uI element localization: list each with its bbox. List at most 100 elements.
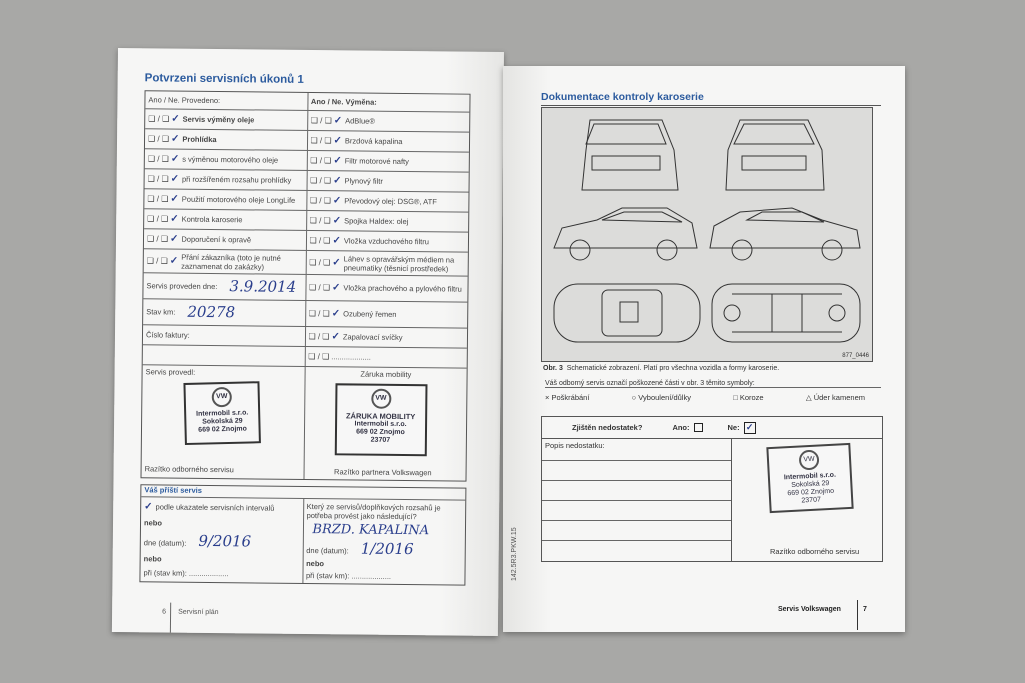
defect-question: Zjištěn nedostatek? [572,423,643,432]
left-cell: ❑ / ❑✓Kontrola karoserie [144,209,307,230]
no-checkbox[interactable]: ✓ [743,421,756,434]
yes-no-checkbox[interactable]: ❑ / ❑ [308,331,330,341]
right-cell: ❑ / ❑✓AdBlue® [308,111,470,132]
no-label: Ne: [727,423,740,432]
left-content: Potvrzeni servisních úkonů 1 Ano / Ne. P… [139,72,471,586]
figure-caption: Obr. 3 Schematické zobrazení. Platí pro … [543,365,883,372]
stamp-caption: Razítko odborného servisu [770,547,860,556]
yes-no-checkbox[interactable]: ❑ / ❑ [148,134,170,144]
yes-no-checkbox[interactable]: ❑ / ❑ [309,215,331,225]
mobility-stamp: VW ZÁRUKA MOBILITY Intermobil s.r.o. 669… [334,383,427,457]
left-cell: Stav km: 20278 [143,299,306,326]
km-value: 20278 [187,302,236,322]
dots: ................... [188,569,229,579]
yes-no-checkbox[interactable]: ❑ / ❑ [310,115,332,125]
page-number: 6 [162,608,167,616]
item-label: Kontrola karoserie [181,214,243,225]
check-mark-icon: ✓ [333,154,342,166]
car-front-view-icon [725,119,825,191]
right-cell: ❑ / ❑✓Plynový filtr [307,171,469,192]
yes-no-checkbox[interactable]: ❑ / ❑ [148,114,170,124]
defect-description: Popis nedostatku: [542,439,732,561]
symbol-icon: × [545,393,550,402]
date-label: dne (datum): [306,545,349,556]
performed-by-label: Servis provedl: [145,367,196,377]
check-mark-icon: ✓ [333,134,343,146]
item-label: AdBlue® [345,116,375,126]
right-cell: ❑ / ❑✓Vložka vzduchového filtru [306,231,468,252]
symbol-label: Vyboulení/důlky [638,393,691,402]
check-mark-icon: ✓ [170,153,180,165]
next-date-right: 1/2016 [360,539,414,558]
check-mark-icon: ✓ [169,233,179,245]
yes-no-checkbox[interactable]: ❑ / ❑ [147,174,169,184]
right-page: Dokumentace kontroly karoserie 877_0446 … [503,66,905,632]
yes-no-checkbox[interactable]: ❑ / ❑ [309,257,331,267]
check-mark-icon: ✓ [332,234,341,246]
yes-checkbox[interactable] [693,423,703,432]
check-mark-icon: ✓ [170,213,179,225]
page-title: Potvrzeni servisních úkonů 1 [144,72,304,86]
check-mark-icon: ✓ [333,114,343,126]
or-label: nebo [143,554,162,564]
table-row: Stav km:20278❑ / ❑✓Ozubený řemen [143,299,468,329]
yes-no-checkbox[interactable]: ❑ / ❑ [310,135,332,145]
car-underbody-icon [711,283,861,343]
table-row: ❑ / ❑✓Přání zákazníka (toto je nutné zaz… [143,249,468,277]
footer-label: Servis Volkswagen [778,606,841,613]
right-cell: ❑ / ❑✓Láhev s opravářským médiem na pneu… [306,251,468,276]
yes-no-checkbox[interactable]: ❑ / ❑ [147,194,169,204]
car-diagram: 877_0446 [541,107,873,362]
yes-no-checkbox[interactable]: ❑ / ❑ [147,214,169,224]
handwritten-note: BRZD. KAPALINA [312,521,430,538]
item-label: s výměnou motorového oleje [182,154,279,165]
right-cell: ❑ / ❑✓Filtr motorové nafty [307,151,469,172]
yes-no-checkbox[interactable]: ❑ / ❑ [308,351,330,361]
yes-no-checkbox[interactable]: ❑ / ❑ [309,195,331,205]
check-mark-icon: ✓ [332,256,341,268]
symbol-item: ○ Vyboulení/důlky [632,393,691,402]
footer-divider [857,600,858,630]
figure-code: 877_0446 [842,353,869,359]
symbol-label: Poškrábání [551,393,590,402]
symbol-item: □ Koroze [733,393,763,402]
item-label: Převodový olej: DSG®, ATF [344,196,437,207]
symbols-intro: Váš odborný servis označí poškozené část… [545,380,881,388]
page-title: Dokumentace kontroly karoserie [541,91,881,106]
stamp-text: ZÁRUKA MOBILITY [345,411,416,422]
check-mark-icon: ✓ [169,255,179,267]
km-label: Stav km: [146,307,176,317]
symbol-label: Koroze [739,393,764,402]
date-label: dne (datum): [143,538,187,548]
invoice-label: Číslo faktury: [145,330,190,340]
symbols-legend: × Poškrábání ○ Vyboulení/důlky □ Koroze △ Ú… [545,393,865,402]
symbol-item: △ Úder kamenem [806,393,865,402]
yes-no-checkbox[interactable]: ❑ / ❑ [310,155,332,165]
check-mark-icon: ✓ [331,330,340,342]
yes-no-checkbox[interactable]: ❑ / ❑ [309,235,331,245]
yes-no-checkbox[interactable]: ❑ / ❑ [146,234,169,244]
yes-no-checkbox[interactable]: ❑ / ❑ [147,154,169,164]
item-label: Plynový filtr [344,176,383,186]
yes-no-checkbox[interactable]: ❑ / ❑ [308,282,331,292]
stamp-cell-right: Záruka mobility VW ZÁRUKA MOBILITY Inter… [304,367,467,481]
dots: ................... [351,571,392,582]
next-right: Který ze servisů/doplňkových rozsahů je … [303,499,465,585]
desc-label: Popis nedostatku: [542,439,731,461]
page-number: 7 [863,606,867,613]
dealer-stamp: VW Intermobil s.r.o. Sokolská 29 669 02 … [183,381,261,446]
yes-no-checkbox[interactable]: ❑ / ❑ [146,256,168,266]
item-label: ................... [331,352,371,362]
table-row: Servis proveden dne:3.9.2014❑ / ❑✓Vložka… [143,273,468,303]
right-cell: ❑ / ❑✓Zapalovací svíčky [305,327,467,348]
check-mark-icon: ✓ [171,133,180,145]
next-left: ✓podle ukazatele servisních intervalů ne… [140,497,304,583]
footer-label: Servisní plán [178,608,219,617]
symbol-icon: △ [805,393,812,402]
item-label: Prohlídka [182,134,217,145]
left-cell: ❑ / ❑✓Doporučení k opravě [143,229,307,250]
yes-no-checkbox[interactable]: ❑ / ❑ [308,308,330,318]
item-label: Ozubený řemen [343,309,397,319]
yes-no-checkbox[interactable]: ❑ / ❑ [310,175,332,185]
left-cell: ❑ / ❑✓Prohlídka [144,129,308,150]
